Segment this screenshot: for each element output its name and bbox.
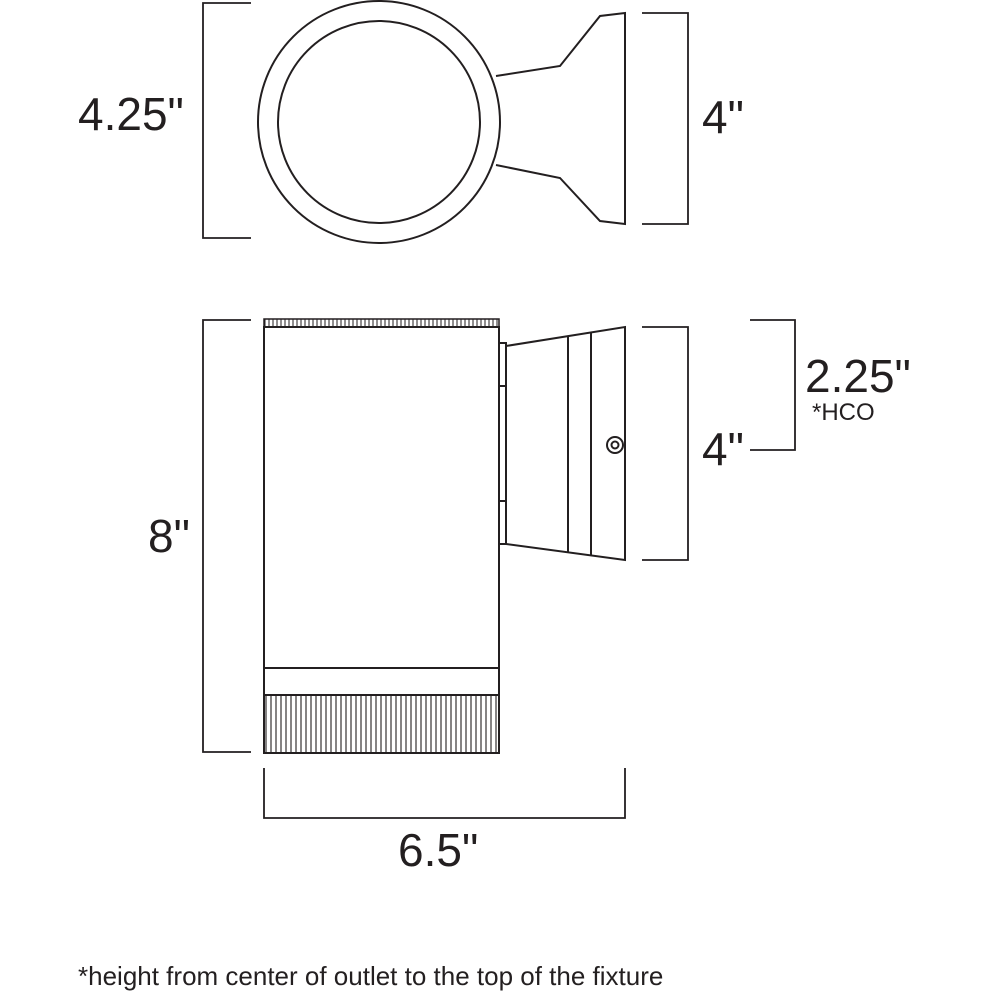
side-view-mount-label: 4" <box>702 423 744 475</box>
width-bracket <box>263 768 626 819</box>
hco-value-label: 2.25" <box>805 350 911 402</box>
top-view: 4.25" 4" <box>78 0 744 244</box>
side-view-width-label: 6.5" <box>398 824 478 876</box>
side-view: 8" 4" 2.25" *HCO 6.5" <box>148 318 911 876</box>
lower-tab <box>498 500 507 545</box>
top-view-mount-label: 4" <box>702 91 744 143</box>
top-view-height-label: 4.25" <box>78 88 184 140</box>
hco-bracket <box>750 319 796 451</box>
total-height-bracket <box>202 319 251 753</box>
screw-inner <box>610 440 620 450</box>
inner-ring <box>277 20 481 224</box>
side-mount-arm <box>505 325 626 562</box>
hco-tag: *HCO <box>812 399 875 426</box>
footnote: *height from center of outlet to the top… <box>78 961 663 991</box>
lower-plain-band <box>263 667 500 696</box>
side-view-height-label: 8" <box>148 510 190 562</box>
mount-dimension-bracket <box>642 12 689 225</box>
top-knurl-band <box>263 318 500 328</box>
side-mount-dimension-bracket <box>642 326 689 561</box>
screw-outer <box>606 436 624 454</box>
outer-ring <box>257 0 501 244</box>
ribbed-base <box>263 694 500 754</box>
height-dimension-bracket <box>202 2 251 239</box>
cylinder-body <box>263 326 500 669</box>
mount-arm <box>495 11 626 226</box>
upper-tab <box>498 342 507 387</box>
